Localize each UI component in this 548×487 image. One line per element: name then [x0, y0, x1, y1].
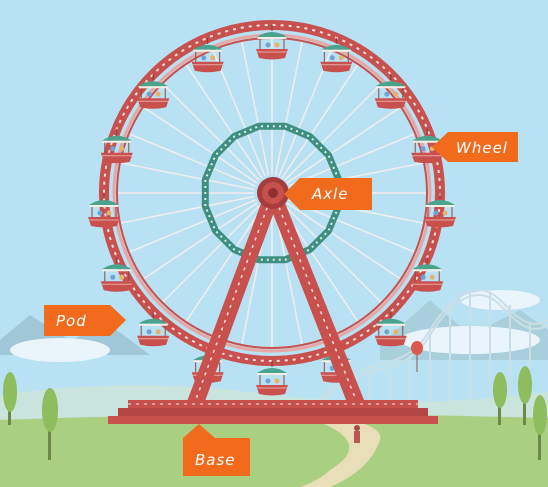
- axle-label: Axle: [284, 178, 372, 210]
- pod-label-text: Pod: [56, 312, 87, 330]
- axle-hub: [257, 177, 289, 209]
- wheel-label-text: Wheel: [456, 139, 508, 157]
- grass: [0, 414, 548, 487]
- wheel-label: Wheel: [432, 132, 518, 162]
- base-platform: [108, 400, 438, 424]
- base-label-text: Base: [195, 451, 236, 469]
- person-icon: [354, 425, 360, 443]
- axle-label-text: Axle: [311, 185, 349, 203]
- pod-label: Pod: [44, 305, 126, 336]
